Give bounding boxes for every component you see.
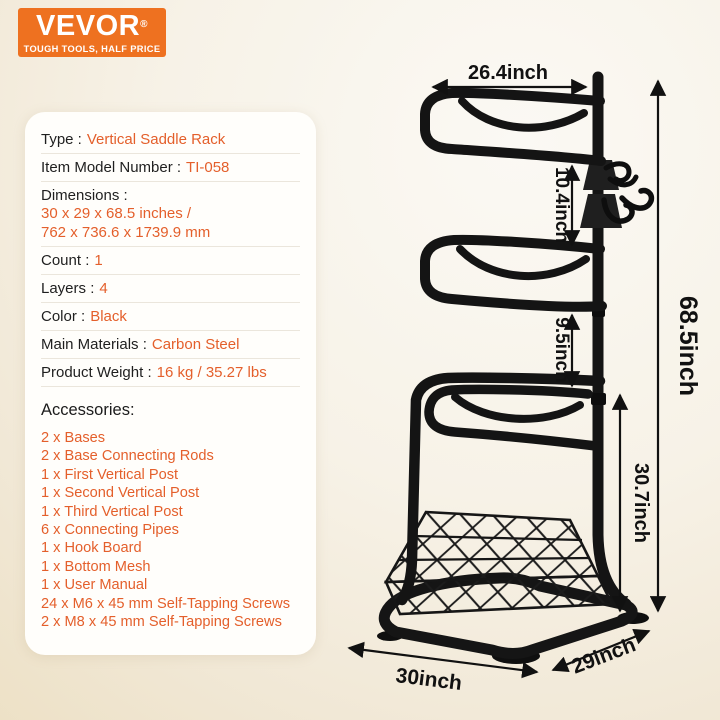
spec-label: Type : [41, 130, 82, 148]
spec-value: 16 kg / 35.27 lbs [156, 363, 267, 381]
spec-label: Product Weight : [41, 363, 152, 381]
brand-name: VEVOR [36, 9, 141, 42]
spec-label: Dimensions : [41, 186, 128, 204]
dim-gap-middle: 9.5inch [551, 313, 581, 388]
dim-arrow [551, 628, 651, 673]
accessory-item: 1 x Third Vertical Post [41, 503, 183, 520]
accessory-item: 2 x M8 x 45 mm Self-Tapping Screws [41, 614, 282, 631]
accessory-item: 2 x Base Connecting Rods [41, 448, 214, 465]
dimension-annotations: 26.4inch 10.4inch 9.5inch 68.5inch 30.7i… [347, 62, 702, 695]
arm-saddle-support [458, 97, 588, 132]
spec-value: 4 [99, 279, 108, 297]
dim-lower-height: 30.7inch [611, 393, 652, 613]
arm-top-tube-and-front-leg [396, 372, 606, 606]
accessory-item: 1 x Bottom Mesh [41, 558, 151, 575]
spec-value-mm: 762 x 736.6 x 1739.9 mm [41, 223, 211, 241]
brand-wordmark: VEVOR® [36, 9, 148, 42]
hook [603, 161, 632, 184]
spec-panel: Type :Vertical Saddle Rack Item Model Nu… [25, 112, 316, 655]
accessory-item: 6 x Connecting Pipes [41, 522, 179, 539]
arm-saddle-support [451, 393, 584, 423]
spec-value: Carbon Steel [151, 335, 240, 353]
spec-row-layers: Layers :4 [41, 275, 300, 303]
spec-row-count: Count :1 [41, 247, 300, 275]
spec-label: Layers : [41, 279, 95, 297]
spec-row-materials: Main Materials :Carbon Steel [41, 331, 300, 359]
accessories-heading: Accessories: [41, 401, 135, 419]
dim-arrow [347, 641, 539, 679]
spec-row-weight: Product Weight :16 kg / 35.27 lbs [41, 359, 300, 387]
hook [607, 174, 639, 188]
spec-row-type: Type :Vertical Saddle Rack [41, 126, 300, 154]
registered-mark: ® [140, 18, 148, 30]
accessory-item: 1 x User Manual [41, 577, 148, 594]
accessory-item: 24 x M6 x 45 mm Self-Tapping Screws [41, 595, 290, 612]
dim-label-gap-middle: 9.5inch [551, 317, 572, 382]
accessories-list: 2 x Bases 2 x Base Connecting Rods 1 x F… [41, 429, 300, 631]
spec-label: Main Materials : [41, 335, 147, 353]
spec-row-dimensions: Dimensions : 30 x 29 x 68.5 inches / 762… [41, 182, 300, 247]
brand-tagline: TOUGH TOOLS, HALF PRICE [23, 43, 161, 54]
dim-label-total-height: 68.5inch [674, 296, 702, 396]
accessory-item: 1 x Hook Board [41, 540, 142, 557]
spec-value: Vertical Saddle Rack [86, 130, 226, 148]
spec-label: Color : [41, 307, 86, 325]
post-tube [592, 71, 632, 610]
accessory-item: 1 x First Vertical Post [41, 466, 179, 483]
dim-top-width: 26.4inch [431, 62, 588, 96]
hook-board [580, 160, 655, 228]
hook [619, 187, 655, 211]
dim-label-gap-top: 10.4inch [551, 167, 572, 243]
dim-gap-top: 10.4inch [551, 164, 581, 247]
accessory-item: 1 x Second Vertical Post [41, 485, 200, 502]
spec-value: Black [90, 307, 127, 325]
arm-saddle-support [456, 245, 590, 281]
vevor-logo: VEVOR® TOUGH TOOLS, HALF PRICE [18, 8, 166, 57]
dim-label-base-width: 30inch [394, 664, 463, 695]
spec-label: Count : [41, 251, 90, 269]
saddle-arm-bottom [396, 372, 606, 606]
dim-total-height: 68.5inch [649, 79, 702, 613]
post-joint [591, 393, 606, 405]
dim-label-top-width: 26.4inch [468, 62, 548, 84]
accessory-item: 2 x Bases [41, 430, 106, 446]
spec-value: TI-058 [186, 158, 230, 176]
spec-value: 1 [94, 251, 103, 269]
bottom-mesh [383, 510, 615, 616]
mesh-front-panel [384, 574, 615, 616]
dim-label-lower-height: 30.7inch [630, 463, 652, 543]
saddle-arm-top [420, 87, 606, 166]
arm-loop [420, 234, 607, 312]
saddle-arm-middle [420, 234, 607, 312]
mesh-wire [398, 534, 591, 562]
spec-value-inches: 30 x 29 x 68.5 inches / [41, 205, 192, 222]
spec-row-model: Item Model Number :TI-058 [41, 154, 300, 182]
arm-loop [424, 384, 601, 451]
spec-row-color: Color :Black [41, 303, 300, 331]
spec-label: Item Model Number : [41, 158, 182, 176]
